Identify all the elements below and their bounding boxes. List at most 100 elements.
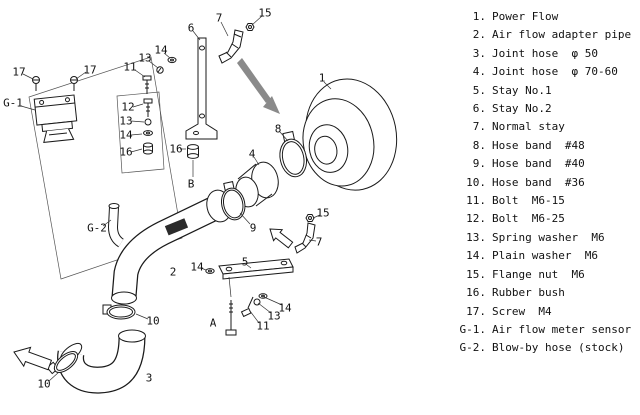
callout-4: 4 (248, 147, 256, 161)
callout-16: 16 (169, 142, 183, 156)
air-flow-meter-sensor (33, 94, 78, 143)
list-item: 1.Power Flow (452, 8, 638, 26)
callout-14: 14 (119, 128, 133, 142)
item-label: Blow-by hose (stock) (492, 341, 625, 355)
plain-washer-1-part (167, 56, 177, 64)
bolt-a-part (225, 300, 237, 336)
panel-outlines (28, 56, 183, 280)
rubber-bush-2-part (143, 142, 153, 155)
callout-15: 15 (258, 6, 272, 20)
rubber-bush-b-part (187, 144, 199, 159)
callout-11: 11 (256, 319, 270, 333)
item-label: Rubber bush (492, 286, 565, 300)
list-item: 10.Hose band #36 (452, 174, 638, 192)
callout-3: 3 (145, 371, 153, 385)
callout-9: 9 (249, 221, 257, 235)
item-label: Flange nut M6 (492, 267, 585, 281)
item-label: Air flow adapter pipe (492, 28, 632, 42)
bolt-m6-15-part (142, 75, 152, 94)
pipe-badge (164, 218, 189, 236)
blow-by-hose-part (107, 203, 124, 248)
callout-17: 17 (83, 63, 97, 77)
plain-washer-mid-part (205, 268, 215, 274)
flange-nut-right-part (305, 214, 315, 222)
item-label: Air flow meter sensor (stock) (492, 322, 640, 336)
list-item: 12. Bolt M6-25 (452, 210, 638, 228)
callout-6: 6 (187, 21, 195, 35)
callout-12: 12 (121, 100, 135, 114)
bolt-m6-25-part (143, 98, 153, 117)
item-label: Power Flow (492, 10, 559, 23)
item-number: 3. (472, 46, 486, 60)
item-label: Spring washer M6 (492, 230, 605, 244)
item-label: Bolt M6-25 (492, 212, 565, 226)
item-label: Hose band #48 (492, 138, 585, 152)
callout-14: 14 (278, 301, 292, 315)
callout-10: 10 (37, 377, 51, 391)
callout-14: 14 (154, 43, 168, 57)
callout-g2: G-2 (87, 221, 107, 235)
item-number: 8. (472, 138, 486, 152)
callout-13: 13 (119, 114, 133, 128)
item-number: 13. (466, 230, 486, 244)
item-number: 16. (466, 286, 486, 300)
list-item: 2.Air flow adapter pipe (452, 26, 638, 44)
spring-washer-1-part (156, 66, 164, 74)
exploded-diagram: 15 7 6 17 17 G-1 11 13 14 12 13 14 16 16… (3, 6, 398, 394)
list-item: 6.Stay No.2 (452, 100, 638, 118)
callout-5: 5 (241, 255, 249, 269)
flange-nut-top-part (245, 23, 255, 31)
item-label: Plain washer M6 (492, 249, 598, 263)
item-label: Joint hose φ 70-60 (492, 65, 618, 79)
callout-13: 13 (138, 51, 152, 65)
plain-washer-2-part (143, 130, 153, 136)
item-number: 4. (472, 65, 486, 79)
item-number: 14. (466, 249, 486, 263)
leader-lines (20, 15, 332, 382)
item-label: Normal stay (492, 120, 565, 134)
item-label: Stay No.1 (492, 83, 552, 97)
callout-7: 7 (215, 11, 223, 25)
callout-15: 15 (316, 206, 330, 220)
stay-no1-part (218, 258, 294, 280)
callout-10: 10 (146, 314, 160, 328)
callout-b: B (187, 177, 195, 191)
item-number: 10. (466, 175, 486, 189)
item-number: 15. (466, 267, 486, 281)
list-item: 7. Normal stay (452, 118, 638, 136)
callout-7: 7 (315, 235, 323, 249)
normal-stay-top-part (218, 29, 244, 64)
list-item: 16. Rubber bush (452, 284, 638, 302)
callout-13: 13 (267, 309, 281, 323)
item-label: Stay No.2 (492, 102, 552, 116)
hose-band-40-part (220, 181, 246, 221)
air-flow-adapter-pipe-part (111, 189, 232, 305)
list-item: 13. Spring washer M6 (452, 229, 638, 247)
insert-arrow-icon (269, 228, 294, 249)
item-label: Screw M4 (492, 304, 552, 318)
hose-band-36-upper-part (102, 304, 136, 320)
screw-m4-icon (70, 76, 78, 91)
list-item: 3.Joint hose φ 50 (452, 45, 638, 63)
callout-17: 17 (12, 65, 26, 79)
stay-no2-part (185, 37, 218, 140)
bolt-m6-15-right-part (240, 296, 254, 318)
list-item: 14. Plain washer M6 (452, 247, 638, 265)
diagram-canvas (13, 15, 398, 394)
callout-2: 2 (169, 265, 177, 279)
list-item: G-1. Air flow meter sensor (stock) (452, 321, 640, 339)
item-number: 9. (472, 157, 486, 171)
item-number: 12. (466, 212, 486, 226)
item-number: 7. (472, 120, 486, 134)
callout-a: A (209, 316, 217, 330)
callout-11: 11 (123, 60, 137, 74)
item-label: Bolt M6-15 (492, 194, 565, 208)
list-item: 5.Stay No.1 (452, 82, 638, 100)
power-flow-filter-part (302, 78, 398, 191)
list-item: 11.Bolt M6-15 (452, 192, 638, 210)
item-label: Hose band #40 (492, 157, 585, 171)
assembly-arrow-icon (237, 58, 280, 114)
item-number: G-1. (459, 322, 487, 336)
callout-1: 1 (318, 71, 326, 85)
